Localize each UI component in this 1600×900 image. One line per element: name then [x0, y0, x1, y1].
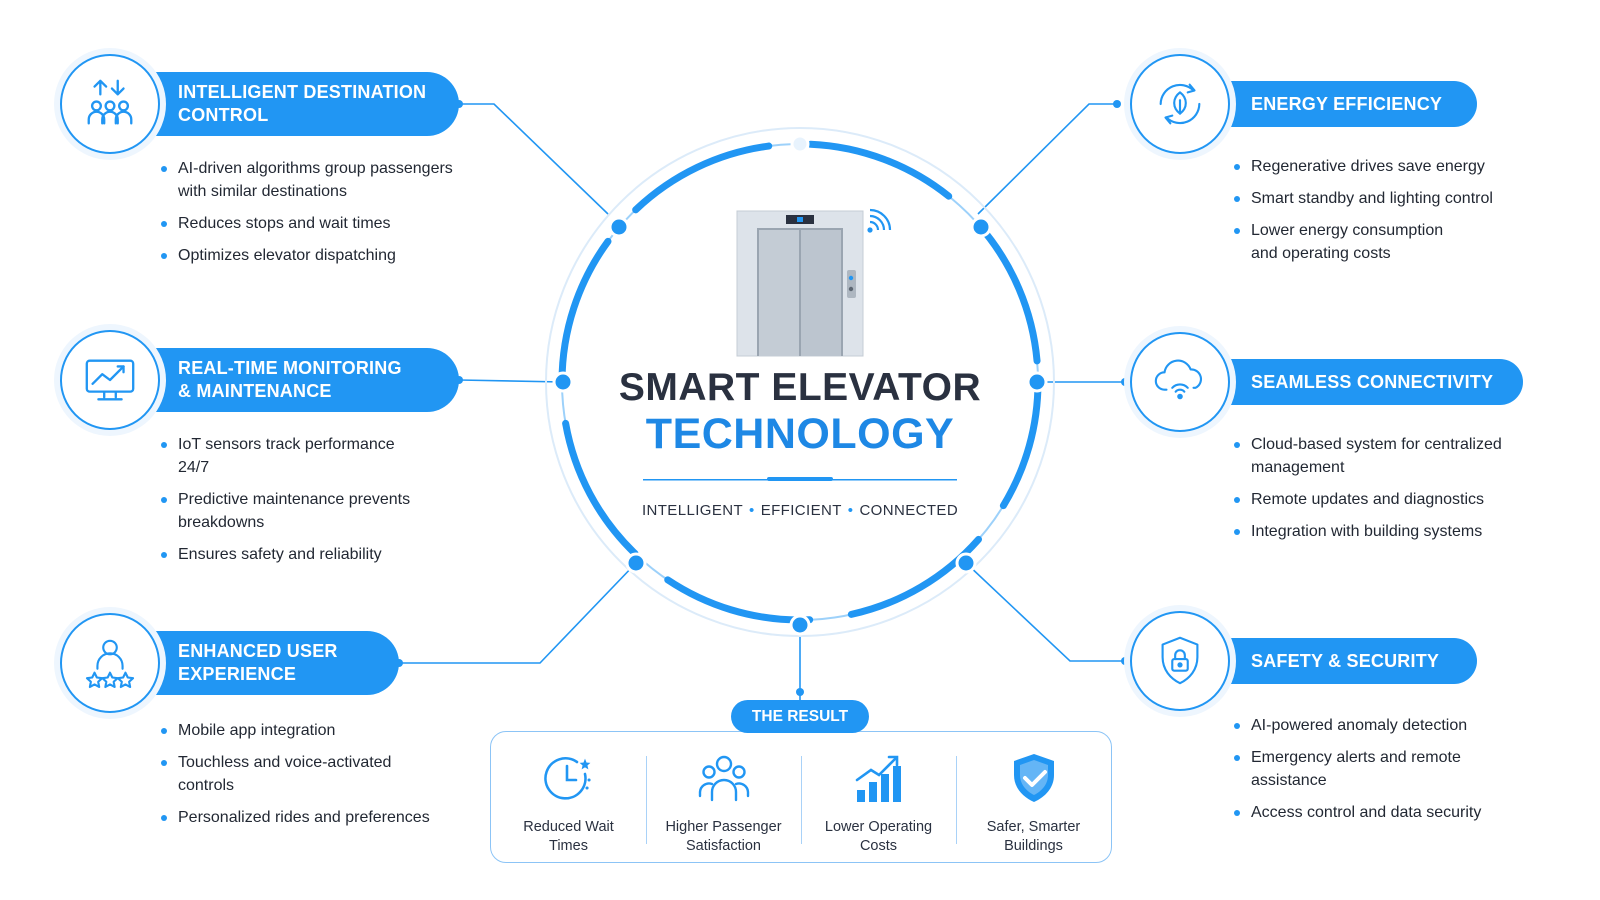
- bullet-item: Reduces stops and wait times: [160, 212, 500, 235]
- result-label: Reduced Wait Times: [523, 819, 614, 854]
- people-routing-icon: [60, 54, 160, 154]
- hub-ring-nodes: [552, 134, 1048, 636]
- bullet-item: Regenerative drives save energy: [1233, 155, 1563, 178]
- hub-tagline: INTELLIGENT•EFFICIENT•CONNECTED: [641, 502, 959, 519]
- hub-title-line1: SMART ELEVATOR: [618, 366, 982, 409]
- bullet-item: Remote updates and diagnostics: [1233, 488, 1573, 511]
- bullet-item: IoT sensors track performance 24/7: [160, 433, 480, 479]
- result-item-safer-buildings: Safer, Smarter Buildings: [956, 732, 1111, 862]
- feature-title: REAL-TIME MONITORING & MAINTENANCE: [178, 358, 402, 401]
- tagline-word: INTELLIGENT: [641, 502, 744, 519]
- monitor-chart-icon: [60, 330, 160, 430]
- connector-safety: [965, 562, 1125, 662]
- bullet-item: Integration with building systems: [1233, 520, 1573, 543]
- result-label: Safer, Smarter Buildings: [986, 819, 1081, 854]
- bar-growth-icon: [855, 755, 901, 802]
- feature-pill-destination-control: INTELLIGENT DESTINATION CONTROL: [150, 72, 459, 136]
- bullet-item: Optimizes elevator dispatching: [160, 244, 500, 267]
- group-icon: [698, 755, 749, 802]
- feature-pill-monitoring: REAL-TIME MONITORING & MAINTENANCE: [150, 348, 459, 412]
- elevator-illustration: [736, 208, 892, 357]
- feature-bullets-user-experience: Mobile app integration Touchless and voi…: [160, 719, 480, 838]
- feature-title: SAFETY & SECURITY: [1251, 650, 1440, 671]
- result-badge: THE RESULT: [731, 700, 869, 733]
- user-stars-icon: [60, 613, 160, 713]
- hub-title-line2: TECHNOLOGY: [645, 410, 955, 458]
- clock-icon: [543, 757, 591, 800]
- bullet-item: Cloud-based system for centralized manag…: [1233, 433, 1573, 479]
- hub-divider-accent: [767, 477, 833, 481]
- leaf-recycle-icon: [1130, 54, 1230, 154]
- feature-bullets-monitoring: IoT sensors track performance 24/7 Predi…: [160, 433, 480, 575]
- result-item-satisfaction: Higher Passenger Satisfaction: [646, 732, 801, 862]
- result-item-wait-times: Reduced Wait Times: [491, 732, 646, 862]
- feature-title: ENERGY EFFICIENCY: [1251, 93, 1443, 114]
- bullet-item: Personalized rides and preferences: [160, 806, 480, 829]
- result-label: Higher Passenger Satisfaction: [665, 819, 782, 854]
- feature-bullets-safety: AI-powered anomaly detection Emergency a…: [1233, 714, 1573, 833]
- bullet-item: AI-driven algorithms group passengers wi…: [160, 157, 500, 203]
- connector-user-experience: [399, 562, 637, 664]
- feature-bullets-connectivity: Cloud-based system for centralized manag…: [1233, 433, 1573, 552]
- bullet-item: Smart standby and lighting control: [1233, 187, 1563, 210]
- bullet-item: Lower energy consumption and operating c…: [1233, 219, 1563, 265]
- feature-title: SEAMLESS CONNECTIVITY: [1251, 371, 1494, 392]
- bullet-item: Emergency alerts and remote assistance: [1233, 746, 1573, 792]
- tagline-word: EFFICIENT: [760, 502, 842, 519]
- result-panel: Reduced Wait Times Higher Passenger Sati…: [490, 731, 1112, 863]
- feature-pill-user-experience: ENHANCED USER EXPERIENCE: [150, 631, 399, 695]
- bullet-item: Predictive maintenance prevents breakdow…: [160, 488, 480, 534]
- feature-title: ENHANCED USER EXPERIENCE: [178, 641, 338, 684]
- feature-title: INTELLIGENT DESTINATION CONTROL: [178, 82, 427, 125]
- connector-destination-control: [459, 103, 609, 215]
- bullet-item: Mobile app integration: [160, 719, 480, 742]
- bullet-item: Access control and data security: [1233, 801, 1573, 824]
- shield-lock-icon: [1130, 611, 1230, 711]
- tagline-word: CONNECTED: [859, 502, 959, 519]
- connector-energy: [977, 103, 1117, 215]
- connector-lines: [399, 103, 1125, 702]
- bullet-item: AI-powered anomaly detection: [1233, 714, 1573, 737]
- cloud-wifi-icon: [1130, 332, 1230, 432]
- bullet-item: Touchless and voice-activated controls: [160, 751, 480, 797]
- result-label: Lower Operating Costs: [824, 819, 933, 854]
- feature-bullets-destination-control: AI-driven algorithms group passengers wi…: [160, 157, 500, 276]
- result-item-costs: Lower Operating Costs: [801, 732, 956, 862]
- feature-bullets-energy: Regenerative drives save energy Smart st…: [1233, 155, 1563, 274]
- hub-outer-ring: [545, 127, 1055, 637]
- bullet-item: Ensures safety and reliability: [160, 543, 480, 566]
- shield-check-icon: [1013, 754, 1054, 802]
